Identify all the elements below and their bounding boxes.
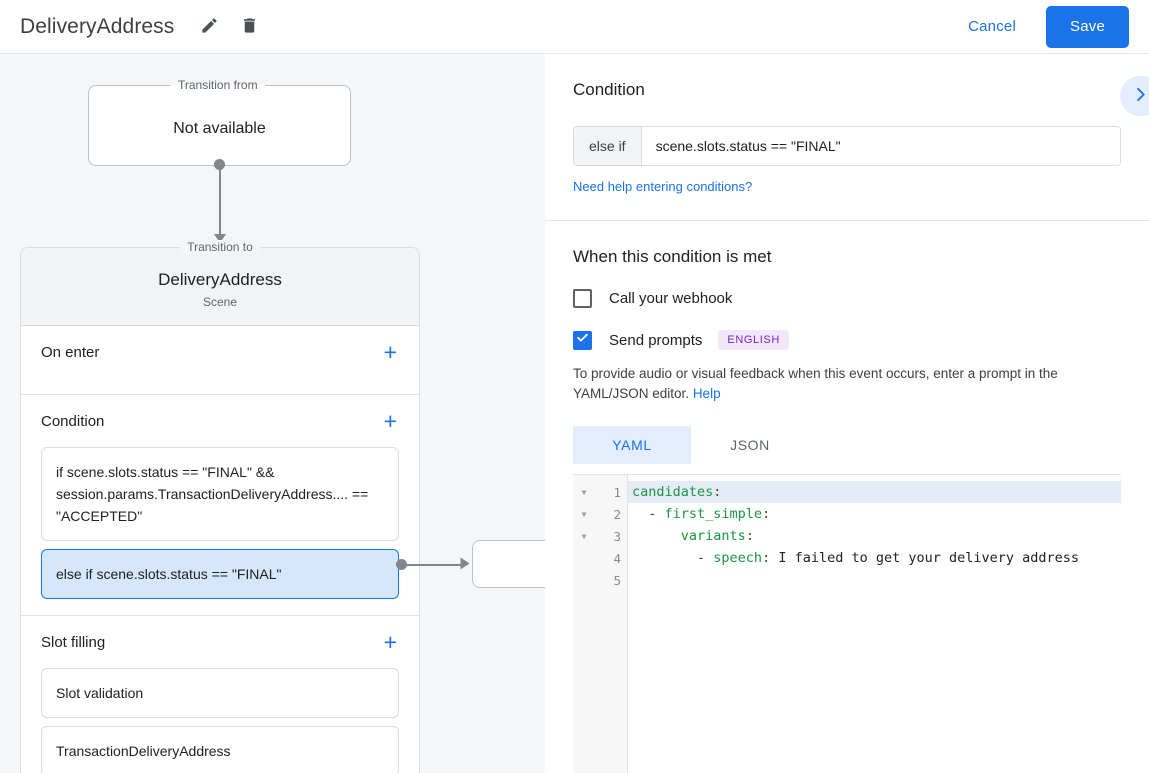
editor-code-line: - speech: I failed to get your delivery …	[632, 550, 1080, 566]
chevron-right-icon	[1131, 85, 1149, 107]
checkmark-icon	[575, 330, 590, 350]
transition-from-title: Not available	[173, 119, 266, 137]
condition-expression-input[interactable]	[641, 127, 1120, 165]
editor-tabs: YAML JSON	[573, 426, 1121, 464]
webhook-row: Call your webhook	[573, 289, 1121, 308]
editor-line-number: ▼1	[573, 481, 627, 503]
connector-arrow-right	[460, 557, 470, 570]
line-number: 5	[613, 572, 621, 588]
tab-json[interactable]: JSON	[691, 426, 809, 464]
cancel-button[interactable]: Cancel	[952, 10, 1032, 43]
condition-prefix-label: else if	[574, 127, 642, 165]
save-button[interactable]: Save	[1046, 5, 1129, 48]
send-prompts-checkbox[interactable]	[573, 330, 592, 350]
connector-line-horizontal	[402, 564, 464, 566]
line-number: 1	[613, 484, 621, 500]
when-condition-met-block: When this condition is met Call your web…	[545, 221, 1149, 773]
connector-arrow-down	[214, 234, 226, 243]
condition-block: Condition else if Need help entering con…	[545, 54, 1149, 220]
section-title-on-enter: On enter	[41, 343, 100, 361]
detail-panel: Condition else if Need help entering con…	[545, 54, 1149, 773]
page-title: DeliveryAddress	[20, 14, 175, 38]
prompts-hint-text: To provide audio or visual feedback when…	[573, 366, 1058, 401]
editor-line-number: 4	[573, 547, 627, 569]
delete-button[interactable]	[236, 14, 262, 40]
add-on-enter-button[interactable]: +	[383, 338, 397, 365]
section-title-slot-filling: Slot filling	[41, 633, 106, 651]
condition-input-row[interactable]: else if	[573, 126, 1121, 166]
yaml-key: variants	[680, 528, 746, 544]
send-prompts-label: Send prompts	[609, 331, 703, 349]
editor-code-line: - first_simple:	[632, 506, 771, 522]
condition-heading: Condition	[573, 80, 645, 99]
transition-to-legend: Transition to	[180, 240, 260, 254]
prompts-help-link[interactable]: Help	[692, 386, 721, 401]
yaml-value: I failed to get your delivery address	[778, 550, 1080, 566]
call-webhook-label: Call your webhook	[609, 290, 733, 307]
flow-canvas[interactable]: Transition from Not available Transition…	[0, 54, 545, 773]
section-header-slot-filling: Slot filling +	[41, 616, 399, 668]
expand-panel-button[interactable]	[1120, 76, 1149, 116]
fold-arrow-icon[interactable]: ▼	[581, 487, 587, 497]
edit-name-button[interactable]	[196, 14, 222, 40]
prompts-hint: To provide audio or visual feedback when…	[573, 364, 1121, 404]
line-number: 4	[613, 550, 621, 566]
tab-yaml[interactable]: YAML	[573, 426, 691, 464]
add-condition-button[interactable]: +	[383, 407, 397, 434]
trash-icon	[240, 16, 259, 38]
condition-list-item[interactable]: if scene.slots.status == "FINAL" && sess…	[41, 447, 399, 541]
yaml-key: candidates	[632, 484, 714, 500]
language-badge: ENGLISH	[718, 330, 789, 350]
yaml-punctuation: :	[745, 528, 754, 544]
section-title-condition: Condition	[41, 412, 105, 430]
scene-name: DeliveryAddress	[158, 270, 282, 289]
scene-card-header[interactable]: Transition to DeliveryAddress Scene	[21, 240, 419, 326]
section-header-condition: Condition +	[41, 395, 399, 447]
connector-line-vertical	[219, 164, 221, 236]
section-on-enter: On enter +	[21, 326, 419, 395]
transition-from-legend: Transition from	[178, 78, 258, 92]
transition-from-node[interactable]: Transition from Not available	[88, 78, 351, 166]
connector-dot-condition	[396, 559, 407, 570]
condition-list-item-selected[interactable]: else if scene.slots.status == "FINAL"	[41, 549, 399, 599]
editor-code-line: candidates:	[628, 481, 1121, 503]
yaml-punctuation: :	[762, 550, 779, 566]
condition-help-link[interactable]: Need help entering conditions?	[573, 179, 753, 194]
send-prompts-row: Send prompts ENGLISH	[573, 330, 1121, 350]
pencil-icon	[200, 16, 219, 38]
panel-divider	[545, 220, 1149, 221]
editor-line-number: 5	[573, 569, 627, 591]
editor-code-area[interactable]: candidates: - first_simple: variants: - …	[628, 475, 1121, 773]
fold-arrow-icon[interactable]: ▼	[581, 509, 587, 519]
editor-line-number: ▼3	[573, 525, 627, 547]
slot-list-item[interactable]: Slot validation	[41, 668, 399, 718]
section-slot-filling: Slot filling + Slot validation Transacti…	[21, 616, 419, 773]
top-bar: DeliveryAddress Cancel Save	[0, 0, 1149, 54]
line-number: 2	[613, 506, 621, 522]
editor-line-number: ▼2	[573, 503, 627, 525]
yaml-punctuation: :	[713, 484, 722, 500]
scene-card: Transition to DeliveryAddress Scene On e…	[20, 240, 420, 773]
call-webhook-checkbox[interactable]	[573, 289, 592, 308]
slot-list-item[interactable]: TransactionDeliveryAddress	[41, 726, 399, 773]
yaml-punctuation: :	[762, 506, 771, 522]
fold-arrow-icon[interactable]: ▼	[581, 531, 587, 541]
yaml-key: first_simple	[664, 506, 763, 522]
editor-code-line	[628, 569, 1121, 591]
add-slot-button[interactable]: +	[383, 628, 397, 655]
scene-subtitle: Scene	[202, 295, 238, 309]
editor-code-line: variants:	[628, 525, 1121, 547]
yaml-key: speech	[713, 550, 763, 566]
line-number: 3	[613, 528, 621, 544]
section-condition: Condition + if scene.slots.status == "FI…	[21, 395, 419, 616]
section-header-on-enter: On enter +	[41, 326, 399, 378]
when-met-heading: When this condition is met	[573, 247, 772, 266]
downstream-node[interactable]	[472, 540, 545, 588]
